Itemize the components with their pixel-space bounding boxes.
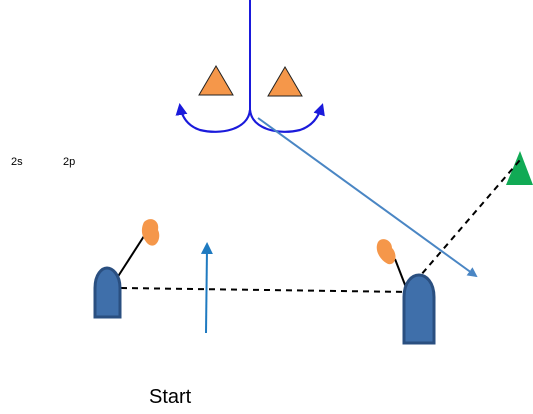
- course-arrow: [257, 117, 478, 278]
- left-tag-label: 2s: [11, 156, 23, 168]
- left-boat-icon: [93, 266, 122, 319]
- orange-mark-left: [198, 65, 234, 96]
- left-flag-pole: [116, 232, 147, 279]
- right-tag-label: 2p: [63, 156, 76, 168]
- left-turn-arc: [175, 103, 252, 133]
- green-mark: [506, 151, 533, 185]
- orange-mark-right: [267, 66, 303, 97]
- right-flag-icon: [376, 239, 396, 265]
- right-turn-arc: [248, 103, 325, 133]
- wind-arrow: [200, 242, 213, 334]
- layline-dashed: [407, 159, 521, 291]
- left-flag-icon: [141, 219, 160, 246]
- start-label: Start: [149, 386, 192, 408]
- start-line-dashed: [120, 287, 411, 293]
- right-boat-icon: [402, 273, 436, 345]
